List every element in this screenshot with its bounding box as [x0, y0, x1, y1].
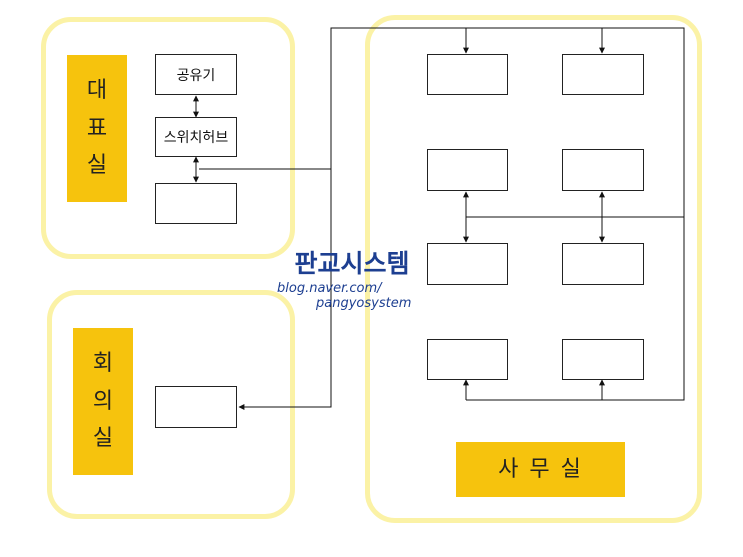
- meeting-pc-box: [155, 386, 237, 428]
- office-pc-4: [562, 149, 644, 191]
- router-label: 공유기: [176, 67, 216, 84]
- switch-hub-label: 스위치허브: [163, 130, 229, 146]
- office-room-label-text: 사 무 실: [498, 456, 583, 482]
- office-room-label: 사 무 실: [456, 442, 625, 497]
- ceo-room: [41, 17, 295, 259]
- office-pc-8: [562, 339, 644, 380]
- ceo-pc-box: [155, 183, 237, 224]
- meeting-room-label: 회 의 실: [73, 328, 133, 475]
- office-pc-2: [562, 54, 644, 95]
- office-pc-6: [562, 243, 644, 285]
- meeting-room-link: [238, 169, 332, 410]
- meeting-room: [47, 290, 295, 519]
- ceo-room-label-char-3: 실: [86, 153, 108, 179]
- office-pc-3: [427, 149, 508, 191]
- meeting-room-label-char-2: 의: [92, 388, 114, 414]
- office-pc-5: [427, 243, 508, 285]
- office-pc-7: [427, 339, 508, 380]
- watermark-title: 판교시스템: [294, 249, 410, 278]
- ceo-room-label-char-1: 대: [86, 78, 108, 104]
- switch-hub-box: 스위치허브: [155, 117, 237, 157]
- watermark-url-line-1: blog.naver.com/: [277, 281, 382, 296]
- meeting-room-label-char-1: 회: [92, 351, 114, 377]
- meeting-room-label-char-3: 실: [92, 426, 114, 452]
- office-pc-1: [427, 54, 508, 95]
- office-room: [365, 15, 702, 523]
- trunk-line: [199, 27, 685, 401]
- router-box: 공유기: [155, 54, 237, 95]
- ceo-room-label: 대 표 실: [67, 55, 127, 202]
- watermark-url-line-2: pangyosystem: [316, 296, 412, 311]
- ceo-room-label-char-2: 표: [86, 115, 108, 141]
